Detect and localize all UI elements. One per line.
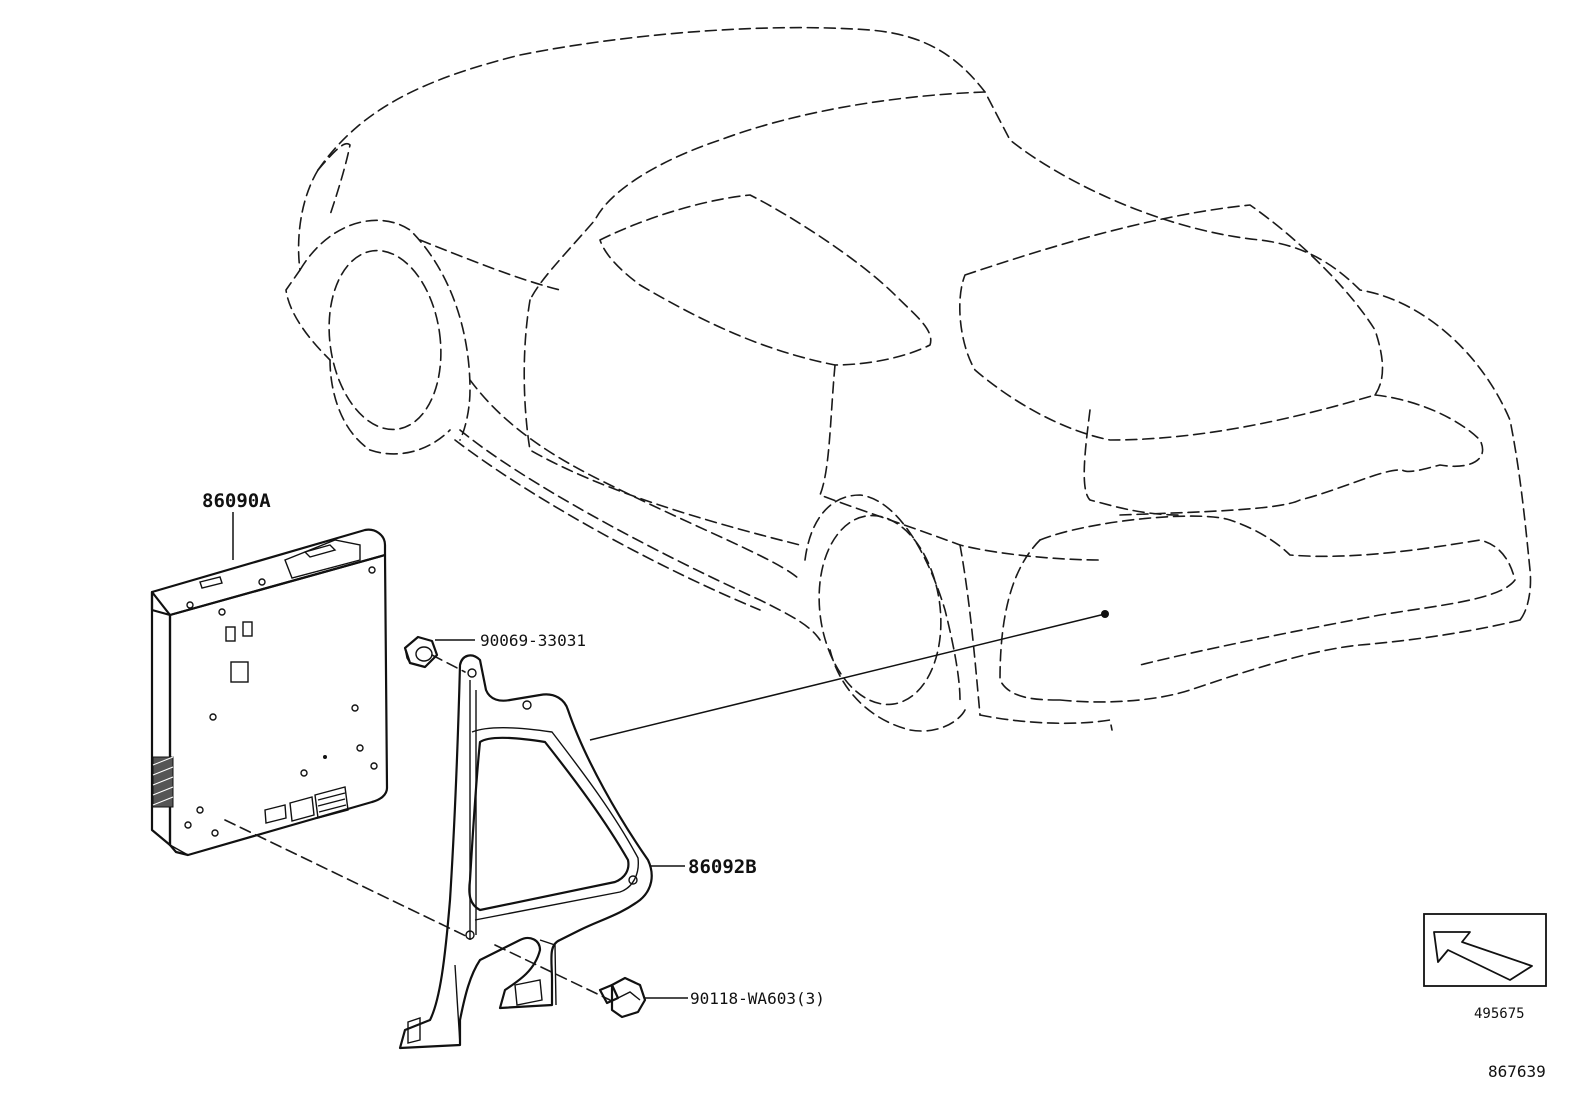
drawing-code: 867639 bbox=[1488, 1062, 1546, 1081]
control-module bbox=[150, 528, 389, 857]
vehicle-outline bbox=[285, 26, 1532, 732]
assembly-line-bolt bbox=[494, 944, 611, 1001]
view-code: 495675 bbox=[1474, 1006, 1525, 1022]
label-module-part-number: 86090A bbox=[202, 490, 271, 512]
label-nut-part-number: 90069-33031 bbox=[480, 631, 586, 650]
vent-mesh bbox=[152, 756, 174, 808]
label-bolt-part-number: 90118-WA603(3) bbox=[690, 989, 825, 1008]
label-bracket-part-number: 86092B bbox=[688, 856, 757, 878]
bracket bbox=[398, 654, 653, 1050]
mount-location-leader bbox=[589, 613, 1106, 741]
bolt bbox=[598, 976, 647, 1019]
assembly-line-module bbox=[224, 819, 471, 939]
view-direction-box bbox=[1423, 913, 1547, 987]
assembly-line-nut bbox=[431, 654, 466, 673]
view-arrow-icon bbox=[1433, 931, 1533, 981]
nut bbox=[403, 635, 439, 669]
